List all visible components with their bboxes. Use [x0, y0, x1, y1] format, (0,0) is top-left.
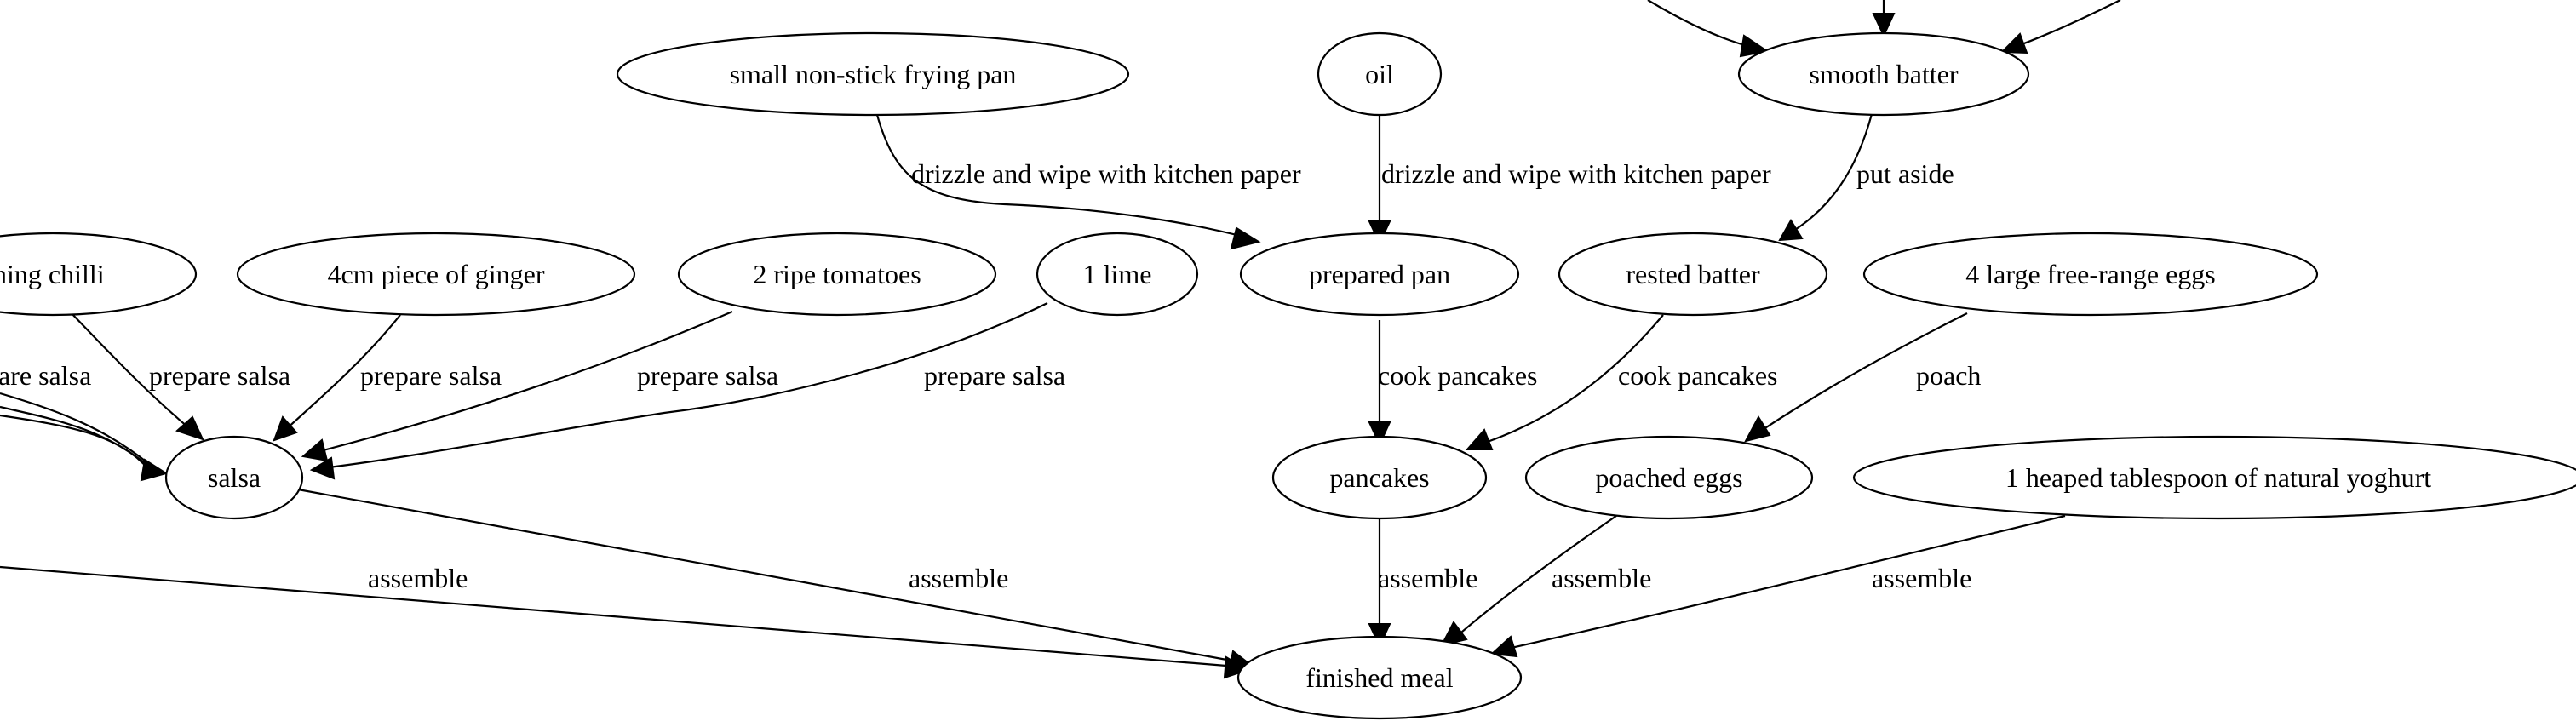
node-label: salsa [208, 462, 261, 493]
edge-label-lime-prepare-salsa: prepare salsa [924, 360, 1065, 391]
edge-label-drizzle-1: drizzle and wipe with kitchen paper [911, 158, 1301, 189]
edge-frying-pan-to-prepared-pan [875, 114, 1261, 250]
edge-prepared-pan-to-pancakes [1368, 320, 1391, 447]
edge-eggs-to-poached-eggs [1744, 312, 1968, 443]
edge-left-to-finished-meal [0, 565, 1250, 679]
edge-label-poach: poach [1916, 360, 1981, 391]
edge-label-tomatoes-prepare-salsa: prepare salsa [637, 360, 778, 391]
node-salsa: salsa [164, 435, 304, 520]
node-small-non-stick-frying-pan: small non-stick frying pan [616, 31, 1130, 117]
node-label: oil [1365, 59, 1394, 89]
node-label: pancakes [1329, 462, 1429, 493]
node-4cm-piece-of-ginger: 4cm piece of ginger [236, 232, 636, 317]
node-label: poached eggs [1595, 462, 1742, 493]
node-label: 4cm piece of ginger [328, 259, 545, 289]
edge-top-right-to-smooth-batter [1999, 0, 2121, 54]
node-label: 2 ripe tomatoes [753, 259, 921, 289]
node-pancakes: pancakes [1271, 435, 1488, 520]
edge-top-left-to-smooth-batter [1647, 0, 1770, 58]
node-finished-meal: finished meal [1236, 635, 1523, 720]
node-4-large-free-range-eggs: 4 large free-range eggs [1862, 232, 2319, 317]
node-rested-batter: rested batter [1558, 232, 1828, 317]
edge-left-3-to-salsa [0, 414, 169, 482]
edge-pancakes-to-finished-meal [1368, 518, 1391, 649]
node-chilli: ning chilli [0, 232, 198, 317]
node-label: rested batter [1626, 259, 1760, 289]
node-label: 4 large free-range eggs [1965, 259, 2215, 289]
edge-lime-to-salsa [309, 302, 1048, 480]
edge-tomatoes-to-salsa [301, 310, 733, 462]
node-label: ning chilli [0, 259, 105, 289]
edge-label-cook-pancakes-2: cook pancakes [1618, 360, 1777, 391]
edge-rested-batter-to-pancakes [1465, 314, 1664, 450]
edge-label-drizzle-2: drizzle and wipe with kitchen paper [1381, 158, 1771, 189]
edge-left-1-to-salsa [0, 392, 150, 465]
node-poached-eggs: poached eggs [1524, 435, 1814, 520]
edge-left-2-to-salsa [0, 405, 150, 467]
node-smooth-batter: smooth batter [1737, 31, 2030, 117]
edge-label-put-aside: put aside [1856, 158, 1954, 189]
edge-label-assemble-left: assemble [368, 563, 468, 593]
node-label: smooth batter [1809, 59, 1958, 89]
edge-label-assemble-pancakes: assemble [1378, 563, 1477, 593]
node-oil: oil [1317, 31, 1443, 117]
edge-chilli-to-salsa [67, 309, 204, 441]
node-label: 1 lime [1083, 259, 1152, 289]
node-prepared-pan: prepared pan [1239, 232, 1520, 317]
node-label: small non-stick frying pan [730, 59, 1017, 89]
edge-label-assemble-yoghurt: assemble [1872, 563, 1971, 593]
node-2-ripe-tomatoes: 2 ripe tomatoes [677, 232, 997, 317]
edge-top-center-to-smooth-batter [1872, 0, 1896, 38]
edge-label-assemble-poached: assemble [1552, 563, 1651, 593]
edge-label-partial-prepare-salsa: are salsa [0, 360, 91, 391]
node-label: finished meal [1305, 662, 1453, 693]
node-natural-yoghurt: 1 heaped tablespoon of natural yoghurt [1853, 435, 2576, 520]
edge-label-assemble-salsa: assemble [909, 563, 1008, 593]
edge-label-chilli-prepare-salsa: prepare salsa [149, 360, 290, 391]
node-label: prepared pan [1309, 259, 1450, 289]
edge-smooth-batter-to-rested-batter [1778, 113, 1873, 242]
edge-yoghurt-to-finished-meal [1489, 514, 2066, 658]
edge-label-ginger-prepare-salsa: prepare salsa [360, 360, 502, 391]
node-1-lime: 1 lime [1036, 232, 1199, 317]
node-label: 1 heaped tablespoon of natural yoghurt [2005, 462, 2431, 493]
edge-label-cook-pancakes-1: cook pancakes [1378, 360, 1537, 391]
edge-ginger-to-salsa [273, 314, 401, 442]
